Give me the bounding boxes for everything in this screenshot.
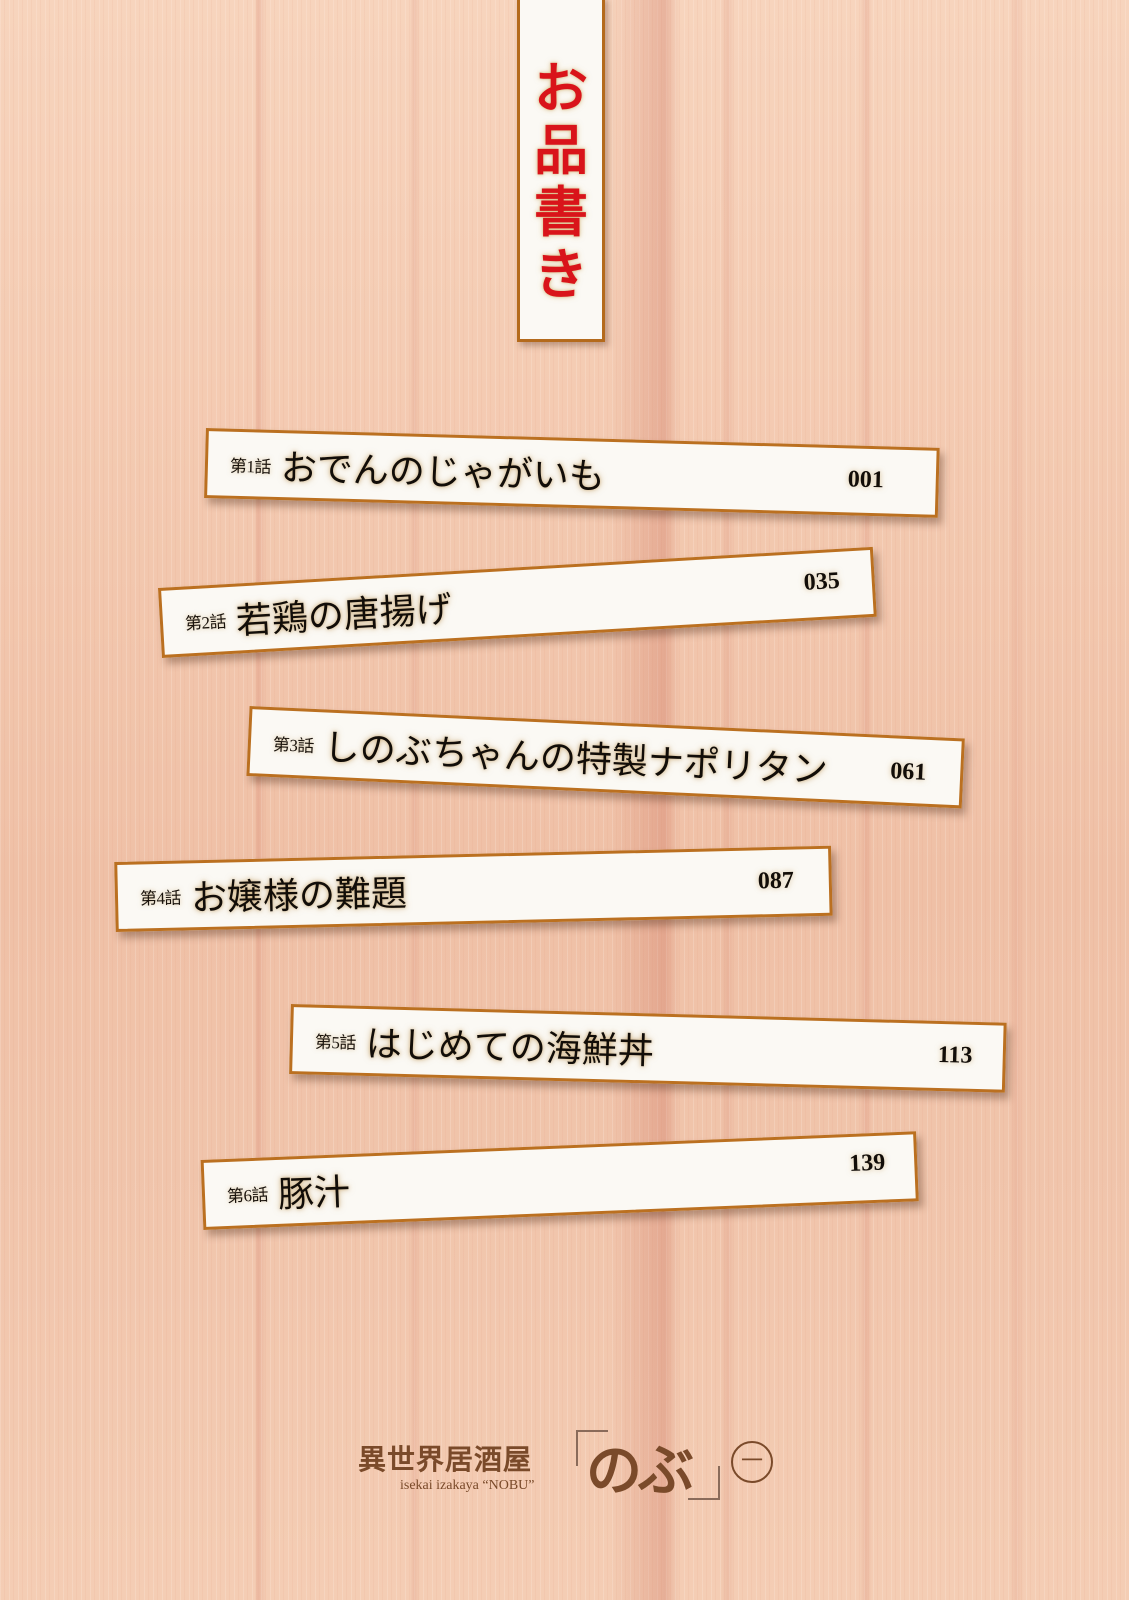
logo-subtitle: isekai izakaya “NOBU” — [400, 1478, 535, 1493]
chapter-card-4[interactable]: 第4話 お嬢様の難題 087 — [114, 845, 833, 932]
logo-nobu: のぶ — [586, 1439, 694, 1504]
chapter-card-5[interactable]: 第5話 はじめての海鮮丼 113 — [289, 1004, 1007, 1093]
chapter-title: 豚汁 — [277, 1172, 351, 1216]
chapter-title: お嬢様の難題 — [190, 873, 408, 920]
chapter-card-6[interactable]: 第6話 豚汁 139 — [200, 1131, 919, 1230]
title-char: 書 — [534, 180, 588, 244]
chapter-card-2[interactable]: 第2話 若鶏の唐揚げ 035 — [157, 546, 877, 658]
chapter-label: 第6話 — [226, 1184, 269, 1206]
chapter-page-number: 001 — [847, 466, 885, 494]
chapter-card-3[interactable]: 第3話 しのぶちゃんの特製ナポリタン 061 — [246, 706, 965, 809]
bracket-open-icon — [576, 1430, 608, 1466]
chapter-label: 第5話 — [314, 1032, 357, 1053]
title-char: お — [534, 56, 588, 120]
bracket-close-icon — [688, 1466, 720, 1500]
chapter-title: おでんのじゃがいも — [280, 448, 606, 498]
logo-title: 異世界居酒屋 — [358, 1443, 533, 1476]
title-char: 品 — [534, 118, 588, 182]
chapter-page-number: 113 — [937, 1041, 973, 1069]
title-banner: お 品 書 き — [517, 0, 605, 342]
chapter-page-number: 061 — [889, 758, 927, 786]
chapter-label: 第3話 — [272, 734, 315, 756]
title-char: き — [534, 242, 588, 306]
chapter-label: 第1話 — [229, 456, 272, 477]
chapter-title: はじめての海鮮丼 — [365, 1023, 655, 1073]
chapter-title: 若鶏の唐揚げ — [234, 589, 453, 643]
chapter-page-number: 139 — [848, 1149, 886, 1177]
chapter-page-number: 087 — [757, 867, 795, 895]
series-logo: 異世界居酒屋 isekai izakaya “NOBU” のぶ 一 — [358, 1424, 788, 1504]
chapter-page-number: 035 — [803, 567, 841, 596]
volume-number-badge: 一 — [731, 1441, 773, 1483]
chapter-label: 第4話 — [139, 888, 182, 908]
chapter-card-1[interactable]: 第1話 おでんのじゃがいも 001 — [204, 428, 940, 518]
chapter-title: しのぶちゃんの特製ナポリタン — [322, 727, 829, 792]
chapter-label: 第2話 — [184, 611, 227, 634]
